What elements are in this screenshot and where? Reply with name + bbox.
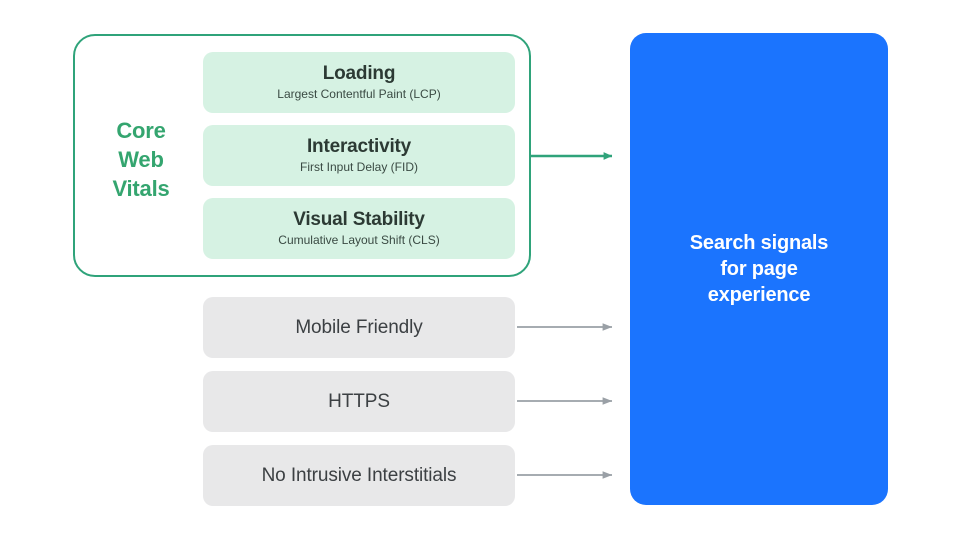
vital-subtitle: First Input Delay (FID) [299,160,419,174]
core-web-vitals-label-line-3: Vitals [112,176,170,201]
signal-card-mobile-friendly[interactable]: Mobile Friendly [203,297,515,358]
vital-card-visual-stability[interactable]: Visual Stability Cumulative Layout Shift… [203,198,515,259]
vital-title: Visual Stability [293,209,425,230]
vital-card-interactivity[interactable]: Interactivity First Input Delay (FID) [203,125,515,186]
vital-subtitle: Largest Contentful Paint (LCP) [277,87,441,101]
signal-title: Mobile Friendly [295,317,423,338]
core-web-vitals-label-line-1: Core [116,118,166,143]
core-web-vitals-label: Core Web Vitals [86,116,196,203]
signal-title: No Intrusive Interstitials [261,465,457,486]
vital-card-loading[interactable]: Loading Largest Contentful Paint (LCP) [203,52,515,113]
signal-card-https[interactable]: HTTPS [203,371,515,432]
core-web-vitals-label-line-2: Web [118,147,164,172]
signal-title: HTTPS [328,391,390,412]
search-signals-box[interactable]: Search signals for page experience [630,33,888,505]
signal-card-no-intrusive-interstitials[interactable]: No Intrusive Interstitials [203,445,515,506]
vital-title: Interactivity [306,136,412,157]
vital-subtitle: Cumulative Layout Shift (CLS) [278,233,440,247]
search-signals-label: Search signals for page experience [689,232,829,306]
vital-title: Loading [322,63,396,84]
